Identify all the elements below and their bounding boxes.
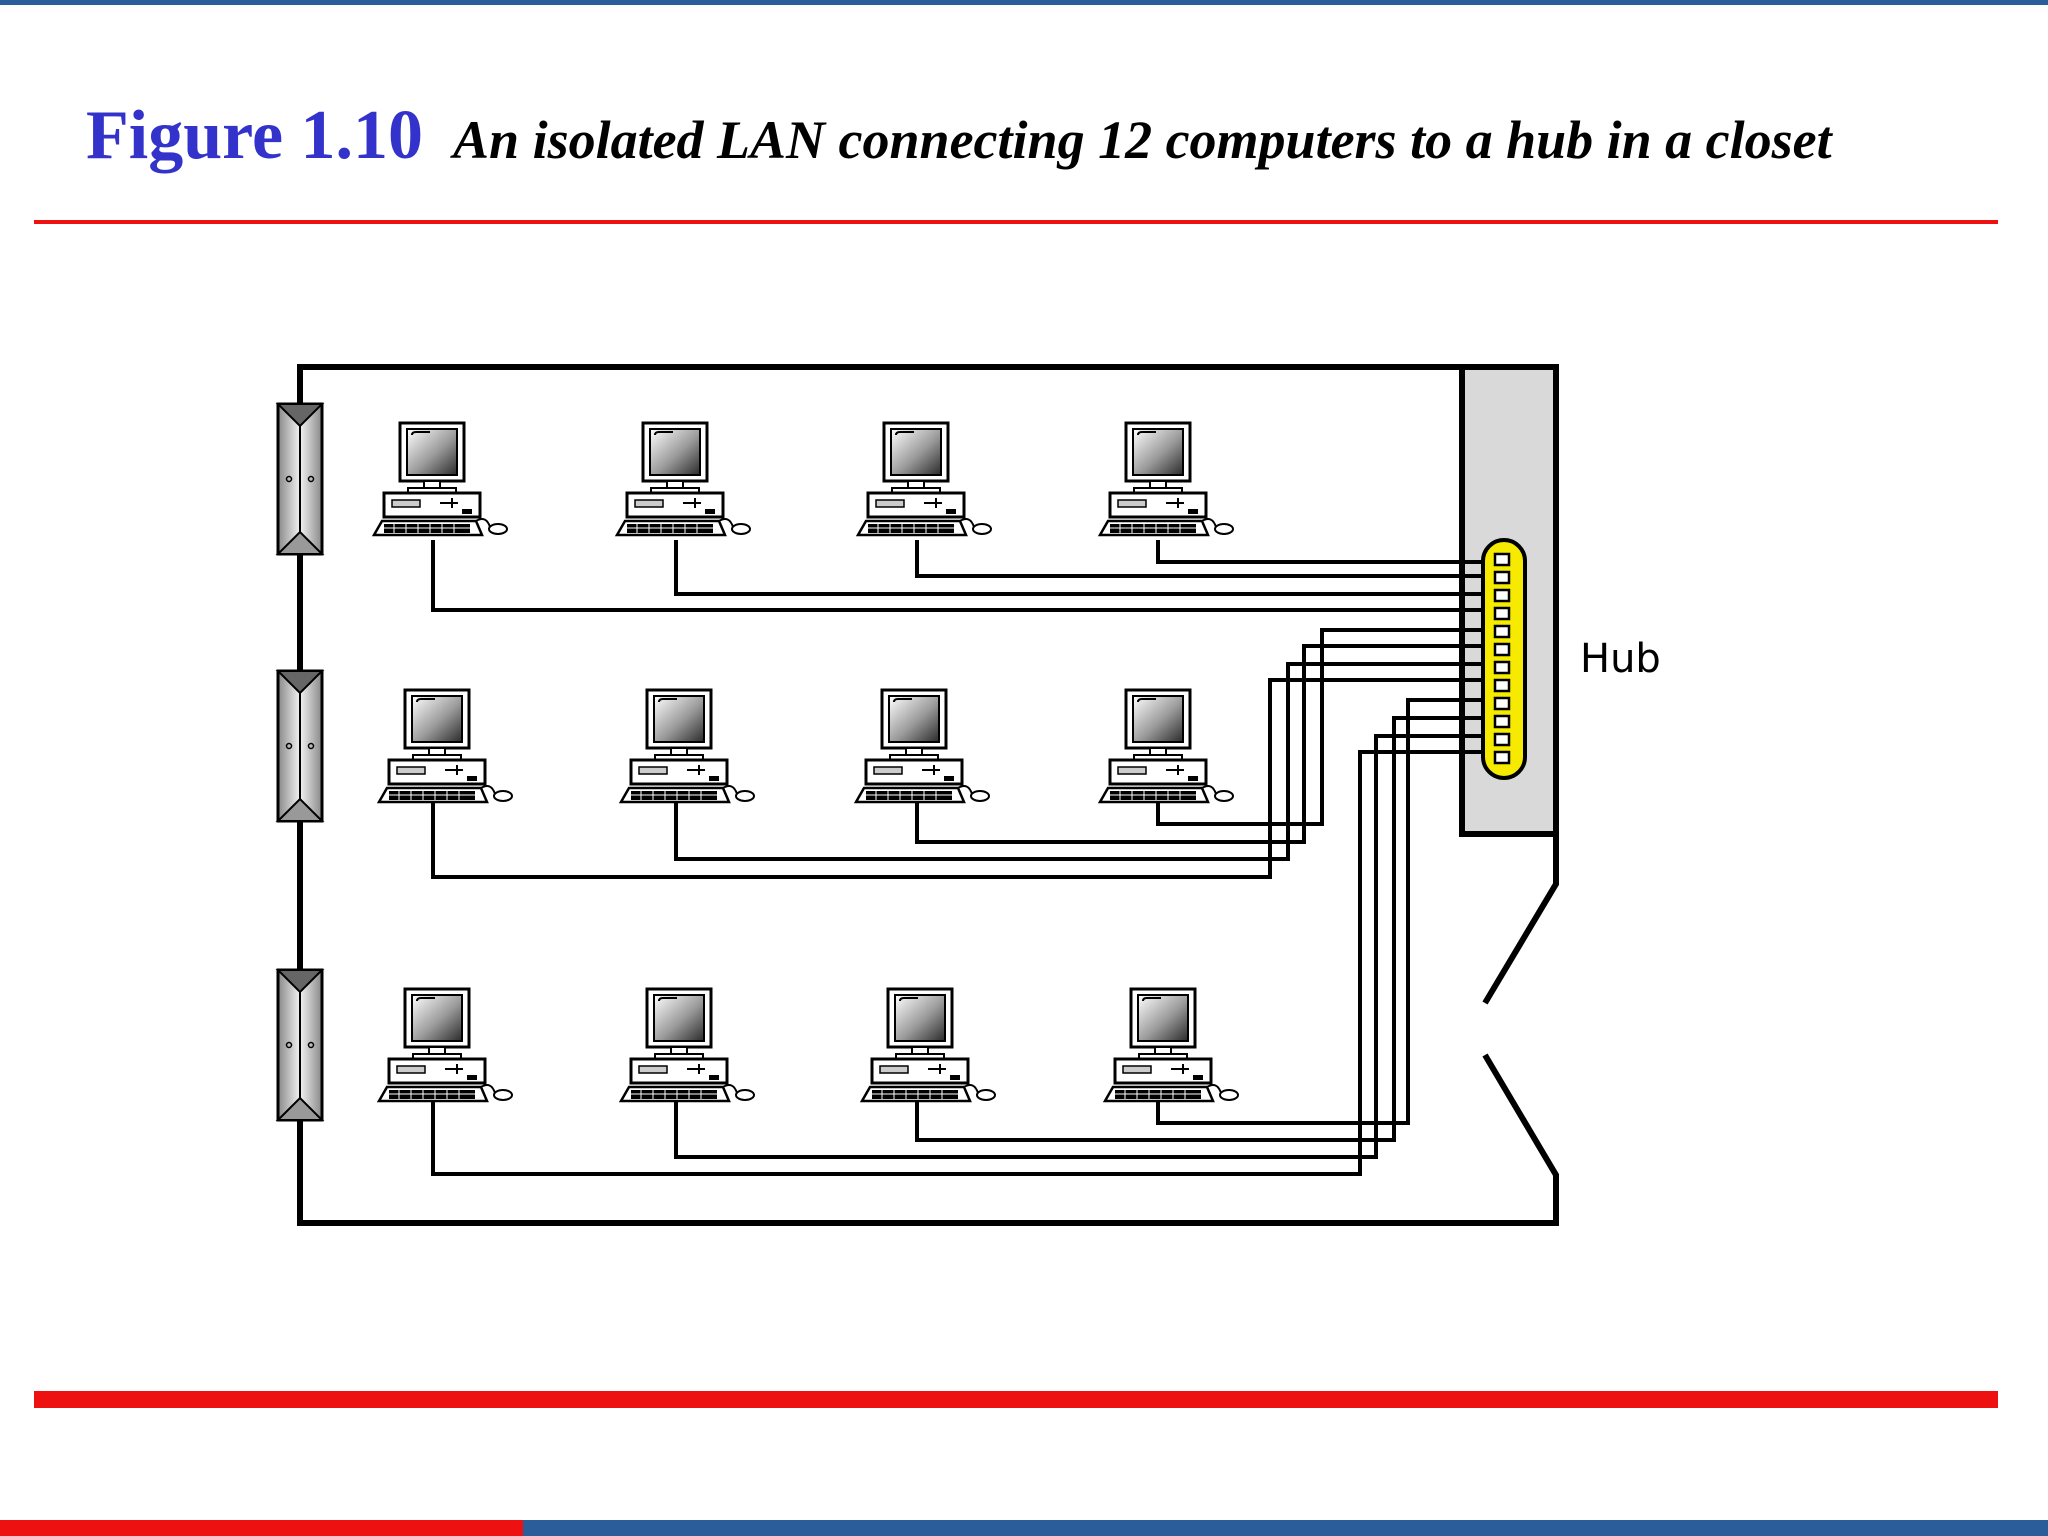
computer-r2-c2 xyxy=(619,688,756,804)
computer-r2-c1 xyxy=(377,688,514,804)
window-2 xyxy=(276,669,324,823)
computer-r1-c1 xyxy=(372,421,509,537)
computer-r3-c4 xyxy=(1103,987,1240,1103)
computer-r2-c3 xyxy=(854,688,991,804)
computer-r2-c4 xyxy=(1098,688,1235,804)
figure-caption: An isolated LAN connecting 12 computers … xyxy=(453,110,1832,170)
hub-label: Hub xyxy=(1580,636,1661,682)
computer-r3-c3 xyxy=(860,987,997,1103)
bottom-rule xyxy=(34,1391,1998,1408)
computer-r1-c4 xyxy=(1098,421,1235,537)
computer-r3-c2 xyxy=(619,987,756,1103)
slide-title: Figure 1.10 An isolated LAN connecting 12… xyxy=(86,96,1832,176)
computer-r3-c1 xyxy=(377,987,514,1103)
figure-label: Figure 1.10 xyxy=(86,97,424,174)
hub xyxy=(1481,538,1527,780)
top-accent-bar xyxy=(0,0,2048,5)
cables xyxy=(431,540,1492,1176)
footer-bar-right xyxy=(523,1520,2048,1536)
footer-bar-left xyxy=(0,1520,523,1536)
window-3 xyxy=(276,968,324,1122)
room-outline xyxy=(297,364,1559,1226)
computer-r1-c3 xyxy=(856,421,993,537)
window-1 xyxy=(276,402,324,556)
computer-r1-c2 xyxy=(615,421,752,537)
title-underline xyxy=(34,220,1998,224)
